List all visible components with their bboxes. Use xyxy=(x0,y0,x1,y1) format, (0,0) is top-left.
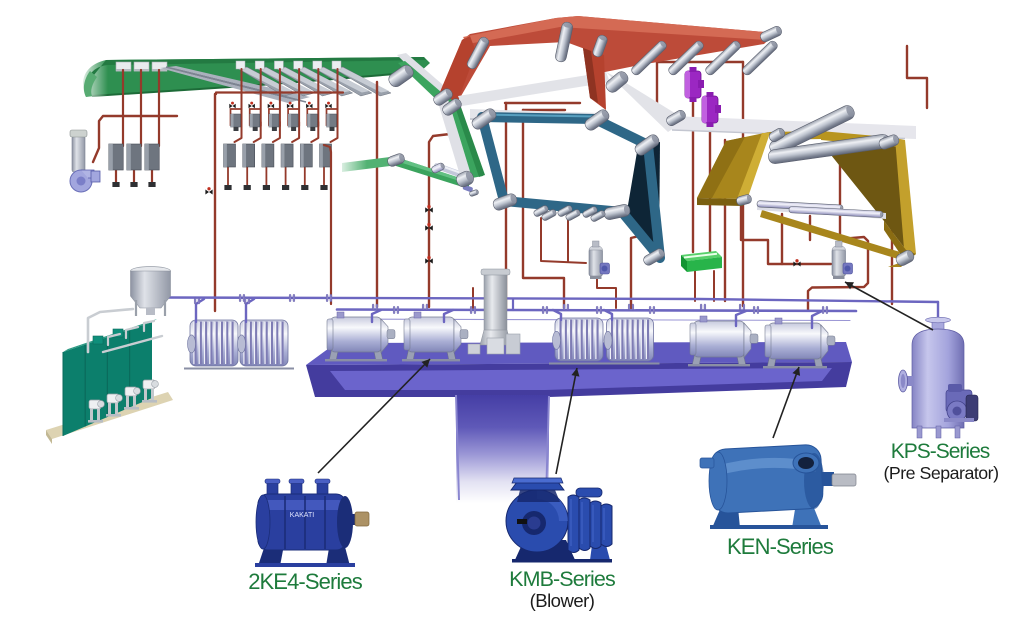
svg-text:2KE4-Series: 2KE4-Series xyxy=(248,569,363,594)
svg-text:KMB-Series: KMB-Series xyxy=(509,567,615,591)
svg-text:(Blower): (Blower) xyxy=(530,590,595,611)
svg-text:(Pre Separator): (Pre Separator) xyxy=(883,463,998,483)
svg-text:KAKATI: KAKATI xyxy=(290,512,314,519)
svg-text:KEN-Series: KEN-Series xyxy=(727,534,834,559)
svg-text:KPS-Series: KPS-Series xyxy=(891,440,990,463)
